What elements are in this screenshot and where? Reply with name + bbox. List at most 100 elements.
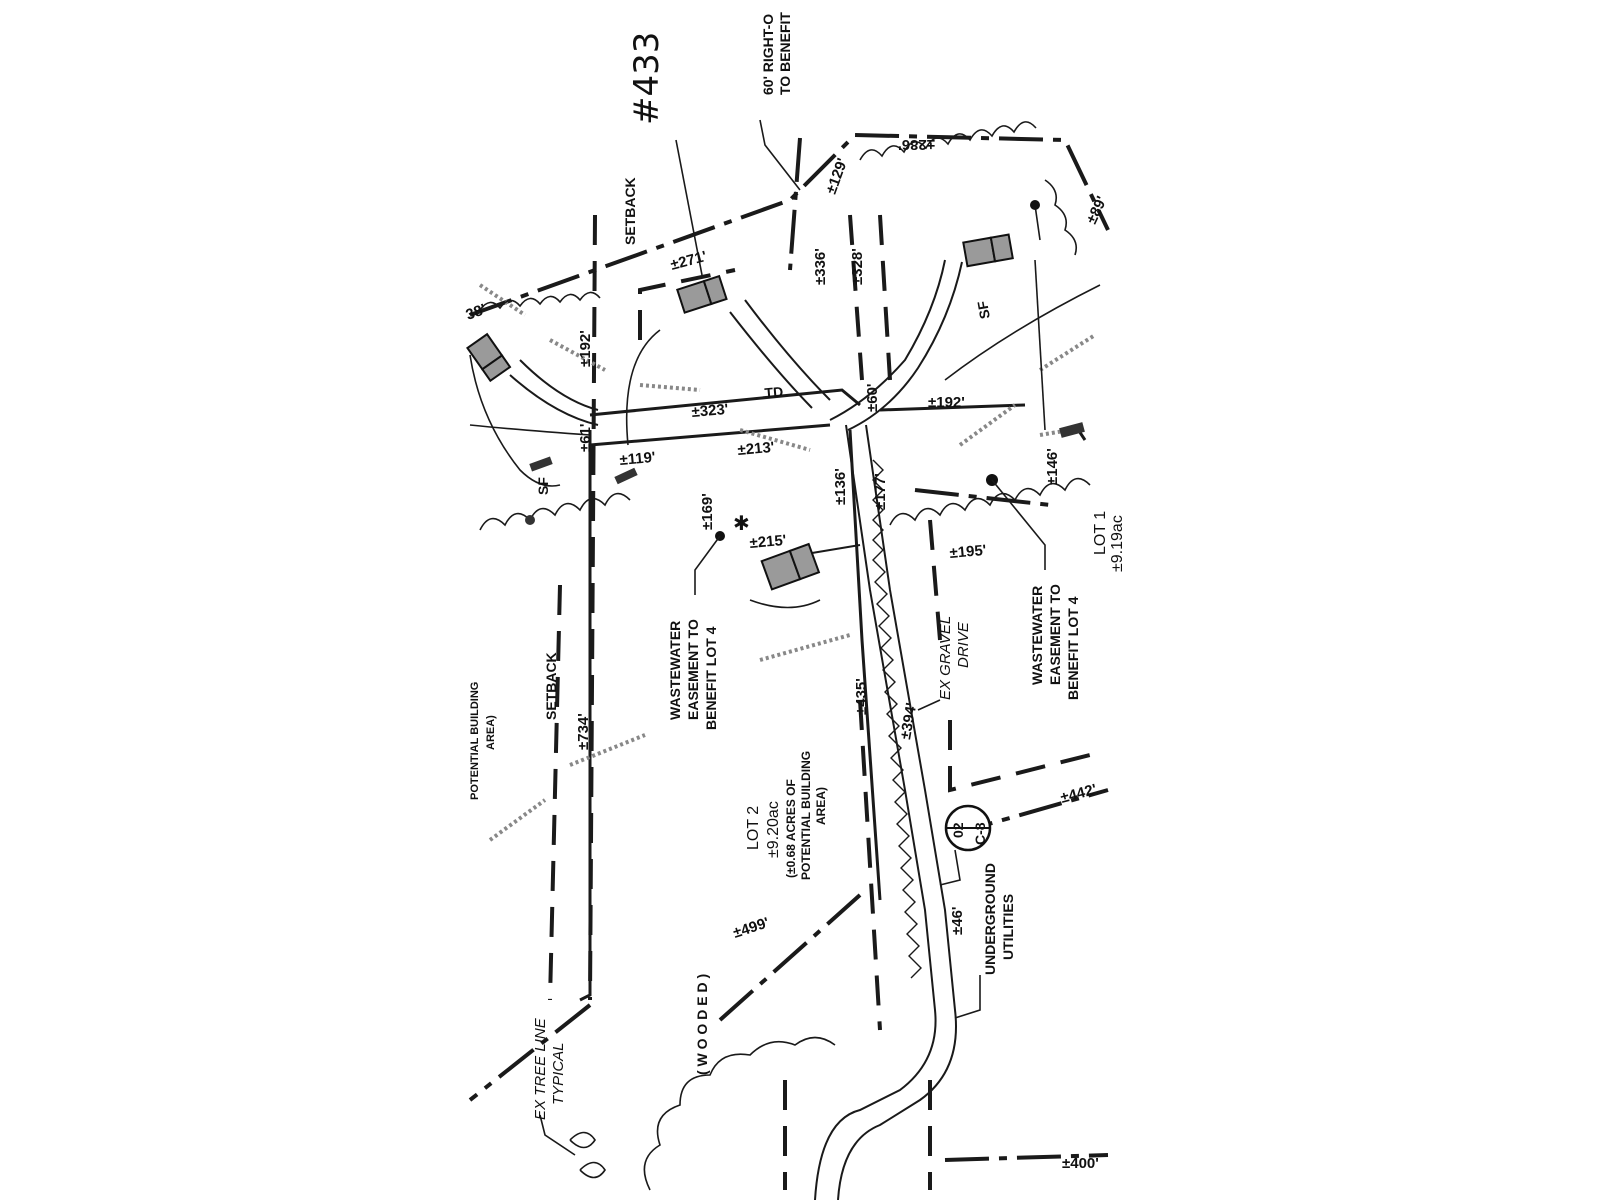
gravel-drive-line1: EX GRAVEL [937,616,954,700]
silt-fence-lines [469,204,1101,609]
houses [466,233,1014,591]
property-line-southwest [468,1003,592,1102]
drive-branch-lot3-2 [729,311,813,409]
lot2-area: ±9.20ac [765,801,782,858]
ww-left-line2: EASEMENT TO [685,619,701,720]
well-point-lot4 [1030,200,1040,210]
lot1-north-line [879,403,1026,412]
setback-label-north: SETBACK [622,177,638,245]
lot1-area: ±9.19ac [1109,515,1126,572]
lot2-note-line2: POTENTIAL BUILDING [799,751,813,880]
dim-146: ±146' [1044,448,1061,485]
leader-lines [539,119,1046,1156]
septic-line-lot4-top [1034,204,1041,241]
dim-213: ±213' [737,439,775,459]
tree-line-lot1 [889,477,1091,526]
leader-ww-right [991,479,1046,570]
tree-line-south [643,1036,836,1191]
lot1-name: LOT 1 [1092,511,1109,555]
treeline-line2: TYPICAL [550,1042,567,1105]
well-point-west [525,515,535,525]
drive-hatch-pattern [872,459,922,979]
septic-line-lot2 [749,599,821,609]
underground-line2: UTILITIES [1000,894,1016,960]
gray-hatch-lines [478,283,1097,842]
tree-line-north [859,121,1037,161]
tree-star-symbol: ✱ [733,513,750,535]
silt-fence-west [469,424,591,436]
setback-line-drive-west [858,699,882,1031]
drive-branch-north-2 [847,261,963,431]
td-label: TD [764,383,784,401]
ww-left-line1: WASTEWATER [667,621,683,720]
septic-line-lot4 [1034,259,1046,431]
culvert-symbol-west [529,456,553,472]
leader-gravel [917,699,941,711]
leader-row [759,119,801,191]
leader-detail [939,849,961,886]
detail-callout-sheet: C-8 [972,822,988,845]
gravel-drive-line2: DRIVE [955,621,972,668]
row-note-line2: TO BENEFIT [777,12,793,95]
dim-734: ±734' [575,713,592,750]
setback-line-far-west [548,584,562,1001]
lot2-west-line [579,430,592,1002]
house-lot3 [676,274,728,314]
treeline-line1: EX TREE LINE [532,1017,549,1120]
tree-arc-west [469,354,561,487]
silt-fence-label-east: SF [974,299,993,320]
potential-area-line2: AREA) [485,715,497,750]
tree-line-east [1044,179,1078,256]
dim-328: ±328' [849,248,866,285]
property-lines [468,132,1110,1162]
ww-right-line2: EASEMENT TO [1047,584,1063,685]
drive-edge-west [814,424,937,1200]
dim-46: ±46' [949,907,966,935]
ww-left-line3: BENEFIT LOT 4 [703,626,719,730]
silt-fence-label-west: SF [535,477,551,495]
dim-60: ±60' [864,384,881,412]
setback-line-drive-east [928,519,942,641]
tree-symbol [569,1131,606,1179]
building-area-lot1 [948,720,1091,793]
row-note-line1: 60' RIGHT-O [760,14,776,95]
wooded-label: ( W O O D E D ) [694,974,710,1075]
dim-286: ±286' [898,136,935,153]
house-lot2 [760,542,821,591]
dim-435: ±435' [853,678,870,715]
gravel-drive [509,259,963,1200]
lot2-name: LOT 2 [745,806,762,850]
setback-label-west: SETBACK [543,652,559,720]
ww-right-line3: BENEFIT LOT 4 [1065,596,1081,700]
culvert-symbol-lot2 [614,467,638,485]
dim-61: ±61' [577,424,594,452]
dim-89: ±89' [1083,194,1110,227]
leader-underground [954,975,981,1019]
potential-area-line1: POTENTIAL BUILDING [469,682,481,800]
lot2-inner-north [589,423,831,447]
dim-499: ±499' [731,914,771,942]
property-line-north [469,132,1110,317]
leader-ww-left [694,535,721,595]
dim-192-west: ±192' [577,330,594,367]
building-area-lot3 [638,268,736,340]
leader-treeline [539,1114,576,1156]
dim-169: ±169' [699,493,716,530]
drive-branch-west-1 [519,359,599,411]
dim-394: ±394' [897,701,920,740]
setback-line-row-2 [878,214,892,381]
drive-branch-lot3-1 [744,299,831,401]
note-labels: 60' RIGHT-O TO BENEFIT SETBACK SETBACK S… [469,12,1126,1120]
property-line-south-east [944,1153,1109,1162]
dim-442: ±442' [1059,781,1099,807]
house-lot4 [962,233,1014,268]
drive-branch-north-1 [829,259,946,421]
property-line-lot2-south [718,893,862,1022]
dim-38: 38' [464,301,489,324]
tree-lines [479,121,1091,1191]
culvert-symbol-east [1059,422,1085,438]
dim-400: ±400' [1062,1155,1099,1172]
house-west [466,332,512,383]
tree-line-northwest [479,291,601,311]
dim-215: ±215' [749,532,787,552]
